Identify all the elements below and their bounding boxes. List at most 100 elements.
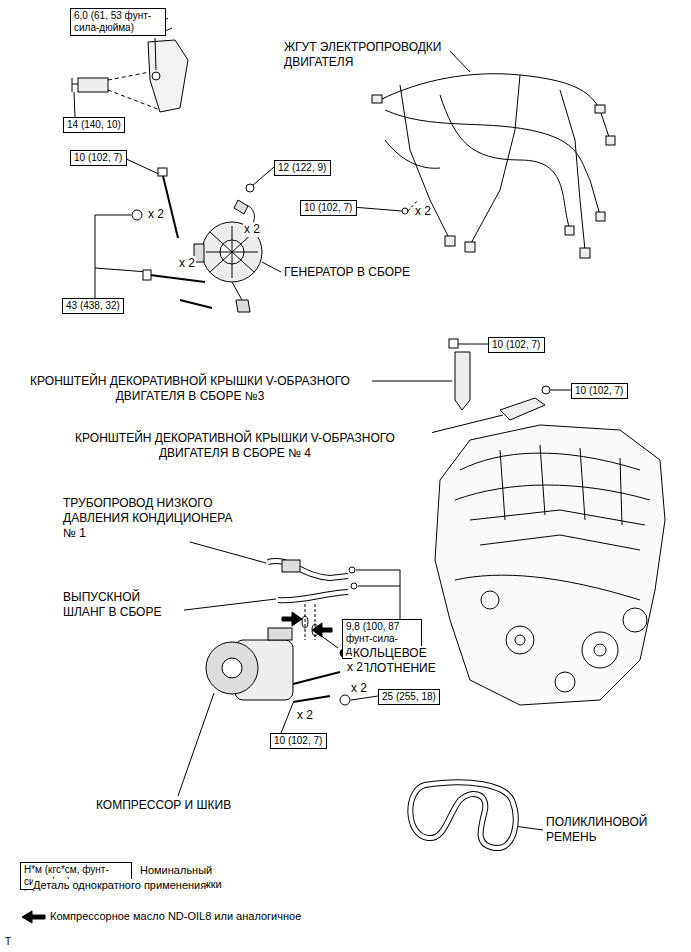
leader-line xyxy=(95,215,148,298)
compressor xyxy=(222,658,242,678)
engine-wire-harness xyxy=(380,74,600,110)
compressor xyxy=(293,672,340,684)
engine-block xyxy=(481,591,499,609)
cover-bracket xyxy=(455,352,470,410)
torque-spec-box: 10 (102, 7) xyxy=(270,733,327,749)
leader-line xyxy=(447,48,470,72)
v-ribbed-belt xyxy=(410,782,515,848)
leader-line xyxy=(514,826,543,830)
engine-wire-harness xyxy=(560,90,585,250)
torque-value: 43 (438, 32) xyxy=(66,300,120,312)
engine-block xyxy=(435,425,665,705)
ac-pipe xyxy=(278,592,348,600)
leader-line xyxy=(155,38,156,70)
alternator xyxy=(180,300,212,308)
engine-wire-harness xyxy=(440,95,570,230)
compressor xyxy=(340,695,350,705)
leader-line xyxy=(168,599,276,612)
bolt-symbol xyxy=(143,270,151,280)
torque-value: 14 (140, 10) xyxy=(67,119,121,131)
oil-arrow xyxy=(282,612,302,626)
alternator xyxy=(236,300,250,312)
harness-clip-bracket xyxy=(108,72,160,110)
engine-wire-harness xyxy=(465,242,475,252)
quantity-mark: x 2 xyxy=(296,708,314,723)
leader-line xyxy=(122,157,163,176)
compressor xyxy=(206,628,350,705)
alternator xyxy=(232,282,242,300)
engine-block xyxy=(506,626,534,654)
ac-pipe xyxy=(302,616,308,628)
torque-value: 25 (255, 18) xyxy=(382,691,436,703)
compressor xyxy=(293,696,330,702)
quantity-mark: x 2 xyxy=(346,660,364,675)
part-name: КРОНШТЕЙН ДЕКОРАТИВНОЙ КРЫШКИ V-ОБРАЗНОГ… xyxy=(38,431,432,461)
torque-value: 12 (122, 9) xyxy=(278,162,327,174)
part-name: T xyxy=(4,936,12,949)
part-name: ВЫПУСКНОЙ ШЛАНГ В СБОРЕ xyxy=(62,590,184,620)
ac-pipe xyxy=(305,604,315,640)
torque-value: 10 (102, 7) xyxy=(304,202,353,214)
ac-pipe xyxy=(351,583,357,589)
legend-text: Деталь однократного применения xyxy=(33,879,206,893)
leader-line xyxy=(351,696,378,700)
engine-wire-harness xyxy=(565,226,574,235)
leader-line xyxy=(262,262,281,272)
engine-wire-harness xyxy=(372,95,382,103)
engine-wire-harness xyxy=(400,85,450,240)
leader-line xyxy=(252,167,274,186)
torque-spec-box: 6,0 (61, 53 фунт-сила-дюйма) xyxy=(70,8,166,36)
part-name: КРОНШТЕЙН ДЕКОРАТИВНОЙ КРЫШКИ V-ОБРАЗНОГ… xyxy=(8,374,372,404)
quantity-mark: x 2 xyxy=(178,256,196,271)
torque-spec-box: 25 (255, 18) xyxy=(378,689,440,705)
oil-arrow xyxy=(312,623,332,637)
torque-spec-box: 10 (102, 7) xyxy=(488,337,545,353)
cover-bracket xyxy=(500,398,545,420)
part-name: КОЛЬЦЕВОЕ УПЛОТНЕНИЕ xyxy=(352,646,454,676)
compressor xyxy=(206,642,258,694)
engine-wire-harness xyxy=(385,140,440,168)
engine-block xyxy=(582,632,618,668)
torque-spec-box: 10 (102, 7) xyxy=(300,200,357,216)
harness-clip-bracket xyxy=(78,78,108,92)
leader-line xyxy=(74,92,75,117)
torque-value: 6,0 (61, 53 фунт-сила-дюйма) xyxy=(74,10,162,34)
bolt-symbol xyxy=(132,168,254,282)
bolt-symbol xyxy=(158,168,167,176)
engine-wire-harness xyxy=(595,105,605,113)
legend-symbol xyxy=(22,911,45,923)
ac-pipe xyxy=(268,561,348,578)
leader-line xyxy=(281,703,293,733)
alternator xyxy=(234,200,248,214)
torque-spec-box: 14 (140, 10) xyxy=(63,117,125,133)
cover-bracket xyxy=(449,339,458,348)
part-name: ЖГУТ ЭЛЕКТРОПРОВОДКИ ДВИГАТЕЛЯ xyxy=(283,40,450,70)
leader-line xyxy=(352,207,402,211)
alternator xyxy=(202,222,262,282)
harness-clip-bracket xyxy=(148,40,188,112)
ac-pipe xyxy=(268,561,348,578)
v-ribbed-belt xyxy=(410,782,515,848)
quantity-mark: x 2 xyxy=(414,204,432,219)
bolt-symbol xyxy=(132,210,142,220)
engine-block xyxy=(555,672,575,692)
part-name: КОМПРЕССОР И ШКИВ xyxy=(95,798,232,813)
part-name: ТРУБОПРОВОД НИЗКОГО ДАВЛЕНИЯ КОНДИЦИОНЕР… xyxy=(62,496,246,541)
torque-value: 10 (102, 7) xyxy=(274,735,323,747)
engine-block xyxy=(623,608,647,632)
part-name: ПОЛИКЛИНОВОЙ РЕМЕНЬ xyxy=(545,815,659,845)
quantity-mark: x 2 xyxy=(243,222,261,237)
engine-wire-harness xyxy=(402,208,408,214)
engine-block xyxy=(500,445,622,525)
torque-value: 10 (102, 7) xyxy=(74,152,123,164)
engine-wire-harness xyxy=(606,136,615,145)
quantity-mark: x 2 xyxy=(350,681,368,696)
engine-block xyxy=(594,644,606,656)
torque-value: 10 (102, 7) xyxy=(492,339,541,351)
torque-spec-box: 43 (438, 32) xyxy=(62,298,124,314)
compressor xyxy=(268,628,292,640)
engine-block xyxy=(515,635,525,645)
engine-wire-harness xyxy=(372,74,615,258)
v-ribbed-belt xyxy=(410,782,515,848)
